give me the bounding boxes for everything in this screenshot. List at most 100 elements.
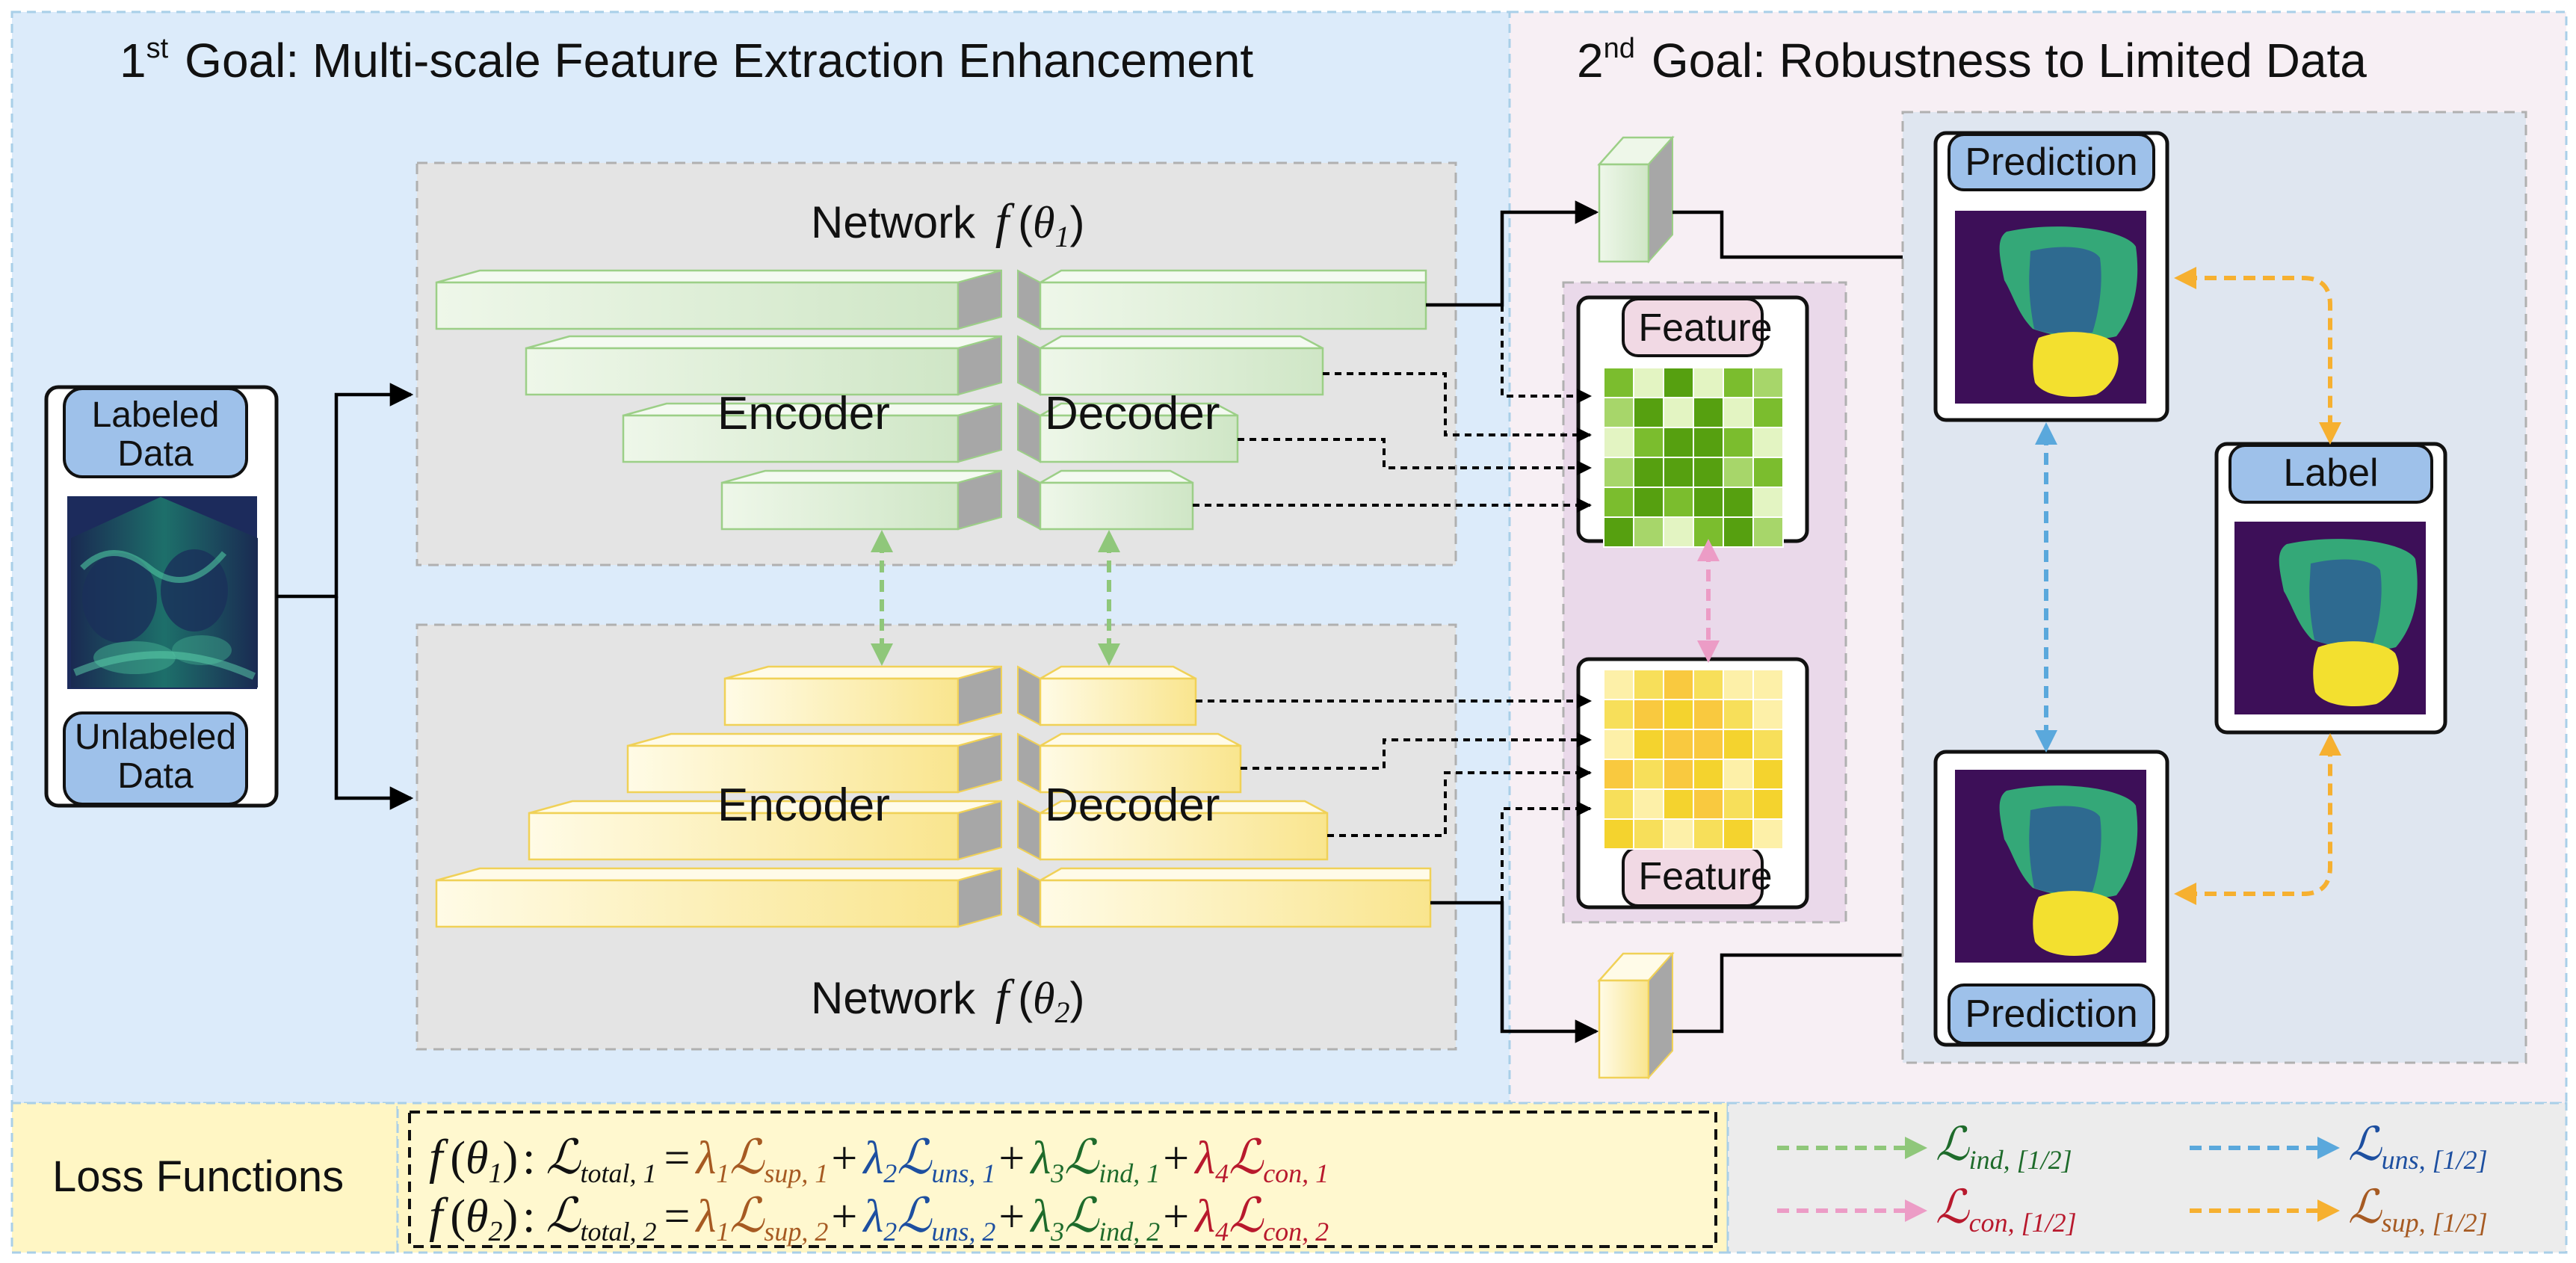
legend-label-2: ℒuns, [1/2] xyxy=(2348,1120,2488,1175)
legend-label-1: ℒind, [1/2] xyxy=(1936,1120,2072,1175)
feature-yellow-cell xyxy=(1723,699,1754,730)
feature-green-cell xyxy=(1603,487,1634,518)
encoder-1-label: Encoder xyxy=(717,388,890,439)
feature-green-cell xyxy=(1663,367,1694,398)
feature-yellow-cell xyxy=(1603,818,1634,850)
legend-item-1: ℒind, [1/2] xyxy=(1777,1120,2072,1175)
feature-yellow-cell xyxy=(1603,788,1634,820)
segmentation-map-label xyxy=(2234,522,2426,714)
feature-yellow-cell xyxy=(1603,759,1634,790)
feature-yellow-cell xyxy=(1663,729,1694,760)
feature-green-cell xyxy=(1603,457,1634,488)
feature-yellow-cell xyxy=(1603,729,1634,760)
feature-yellow-cell xyxy=(1693,759,1724,790)
feature-green-cell xyxy=(1633,427,1664,458)
legend-label-4: ℒsup, [1/2] xyxy=(2348,1182,2488,1238)
feature-yellow-cell xyxy=(1633,699,1664,730)
feature-yellow-cell xyxy=(1752,759,1784,790)
feature-green-cell xyxy=(1663,427,1694,458)
decoder-2-label: Decoder xyxy=(1045,779,1220,831)
feature-green-cell xyxy=(1723,397,1754,428)
feature-green-cell xyxy=(1663,457,1694,488)
echo-image xyxy=(67,496,258,689)
feature-yellow-cell xyxy=(1633,818,1664,850)
network-2-encoder xyxy=(435,665,1002,928)
decoder-2-layer-1 xyxy=(1017,665,1197,726)
encoder-2-layer-1 xyxy=(723,665,1002,726)
feature-yellow-cell xyxy=(1663,669,1694,700)
feature-green-cell xyxy=(1693,487,1724,518)
feature-green-cell xyxy=(1633,397,1664,428)
legend-item-2: ℒuns, [1/2] xyxy=(2190,1120,2488,1175)
encoder-2-label: Encoder xyxy=(717,779,890,831)
loss-formula-1: f(θ1):ℒtotal, 1=λ1ℒsup, 1+λ2ℒuns, 1+λ3ℒi… xyxy=(429,1130,1329,1189)
decoder-1-label: Decoder xyxy=(1045,388,1220,439)
feature-green-cell xyxy=(1723,427,1754,458)
decoder-1-layer-4 xyxy=(1017,469,1194,531)
feature-green-cell xyxy=(1693,427,1724,458)
network-1-encoder xyxy=(435,269,1002,531)
head-bottom-to-prediction-arrow xyxy=(1672,943,1936,1034)
loss-formulas: f(θ1):ℒtotal, 1=λ1ℒsup, 1+λ2ℒuns, 1+λ3ℒi… xyxy=(429,1130,1329,1247)
decoder-1-layer-1 xyxy=(1017,269,1427,330)
feature-green-cell xyxy=(1723,367,1754,398)
decoder-1-layer-3 xyxy=(1017,402,1239,463)
feature-green-cell xyxy=(1723,487,1754,518)
network-2-decoder xyxy=(1017,665,1432,928)
prediction-label-bottom: Prediction xyxy=(1965,992,2137,1036)
feature-yellow-cell xyxy=(1693,818,1724,850)
feature-green-cell xyxy=(1663,487,1694,518)
label-tag-text: Label xyxy=(2283,451,2378,495)
feature-green-cell xyxy=(1633,516,1664,548)
head-block-bottom xyxy=(1597,951,1675,1080)
feature-green-cell xyxy=(1693,397,1724,428)
feature-yellow-cell xyxy=(1603,699,1634,730)
feature-yellow-cell xyxy=(1693,669,1724,700)
feature-yellow-cell xyxy=(1752,818,1784,850)
network-1-label: Network f(θ1) xyxy=(811,194,1085,253)
feature-yellow-cell xyxy=(1603,669,1634,700)
prediction-tag-top xyxy=(1948,133,2155,191)
feature-yellow-cell xyxy=(1723,788,1754,820)
feature-green-cell xyxy=(1752,367,1784,398)
feature-green-cell xyxy=(1633,487,1664,518)
feature-grid-yellow xyxy=(1603,669,1784,850)
feature-yellow-cell xyxy=(1693,729,1724,760)
head-top-to-prediction-arrow xyxy=(1672,210,1936,269)
feature-green-cell xyxy=(1633,367,1664,398)
feature-green-cell xyxy=(1752,487,1784,518)
labeled-data-tag xyxy=(63,387,248,478)
loss-functions-title: Loss Functions xyxy=(52,1152,344,1201)
feature-green-cell xyxy=(1603,397,1634,428)
feature-yellow-cell xyxy=(1752,699,1784,730)
network-2-output-line xyxy=(1430,901,1599,1043)
feature-green-cell xyxy=(1723,516,1754,548)
network-2-label: Network f(θ2) xyxy=(811,970,1085,1029)
encoder-1-layer-1 xyxy=(435,269,1002,330)
feature-green-cell xyxy=(1752,397,1784,428)
label-tag xyxy=(2228,444,2433,504)
feature-yellow-cell xyxy=(1663,759,1694,790)
legend-label-3: ℒcon, [1/2] xyxy=(1936,1182,2077,1238)
network-1-decoder xyxy=(1017,269,1427,531)
feature-grid-green xyxy=(1603,367,1784,548)
decoder-2-feature-arrows xyxy=(1196,694,1592,903)
feature-green-cell xyxy=(1752,457,1784,488)
feature-yellow-cell xyxy=(1752,669,1784,700)
feature-green-cell xyxy=(1603,367,1634,398)
head-block-top xyxy=(1597,135,1675,264)
loss-legend: ℒind, [1/2] ℒuns, [1/2] ℒcon, [1/2] ℒsup, [… xyxy=(1777,1120,2488,1238)
prediction-box-top: Prediction xyxy=(1933,131,2169,422)
encoder-1-layer-2 xyxy=(525,335,1002,396)
prediction-label-top: Prediction xyxy=(1965,140,2137,184)
feature-yellow-cell xyxy=(1633,669,1664,700)
feature-green-cell xyxy=(1603,516,1634,548)
feature-yellow-cell xyxy=(1633,729,1664,760)
sup-arrow-top xyxy=(2174,267,2341,445)
decoder-2-layer-4 xyxy=(1017,867,1432,928)
